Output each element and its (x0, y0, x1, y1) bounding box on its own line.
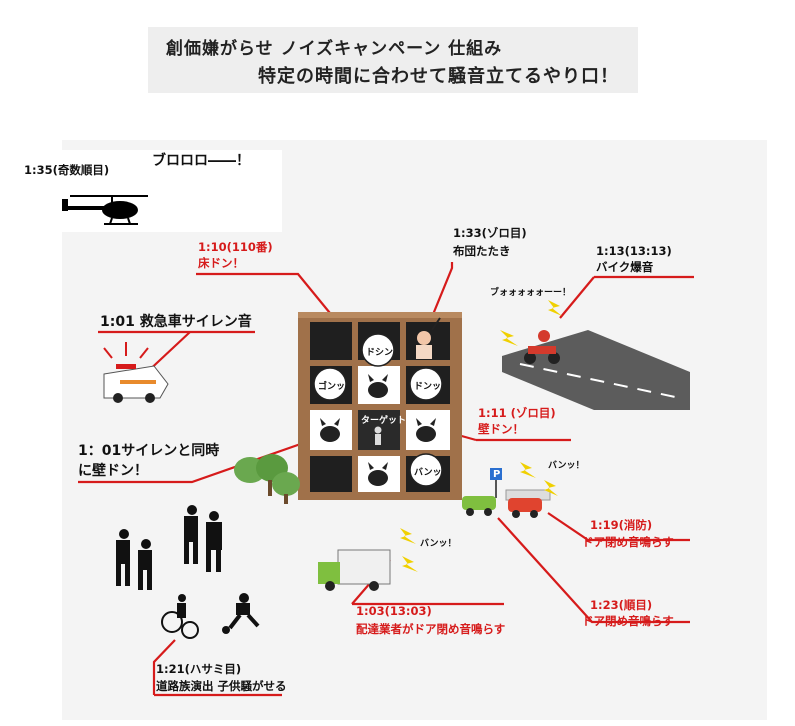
order-door-time-label: 1:23(順目) (590, 598, 653, 612)
helicopter-sound-label: ブロロロ――！ (152, 153, 250, 169)
bubble-don: ドンッ (414, 382, 442, 392)
kids-desc-label: 道路族演出 子供騒がせる (156, 679, 287, 693)
road-scene (500, 300, 690, 410)
order-door-desc-label: ドア閉め音鳴らす (582, 614, 674, 628)
bike-desc-label: バイク爆音 (596, 260, 654, 274)
parking-lot (462, 462, 558, 518)
bubble-doshin: ドシン (366, 348, 394, 358)
ambulance-siren-label: 1:01 救急車サイレン音 (100, 314, 252, 330)
sound-bubbles (313, 333, 443, 487)
red-car-icon (508, 498, 542, 518)
fire-door-time-label: 1:19(消防) (590, 518, 653, 532)
header-banner (148, 27, 638, 93)
floor-knock-time-label: 1:10(110番) (198, 240, 273, 254)
delivery-desc-label: 配達業者がドア閉め音鳴らす (356, 622, 506, 636)
helicopter-time-label: 1:35(奇数順目) (24, 163, 110, 177)
header-title-line2: 特定の時間に合わせて騒音立てるやり口！ (258, 66, 619, 87)
wall-knock-desc-label: 壁ドン！ (478, 422, 524, 436)
bubble-ban: バンッ (414, 468, 442, 478)
siren-wall-label-line2: に壁ドン！ (78, 463, 148, 479)
header-title-line1: 創価嫌がらせ ノイズキャンペーン 仕組み (166, 39, 503, 59)
floor-knock-desc-label: 床ドン！ (198, 256, 244, 270)
futon-time-label: 1:33(ゾロ目) (453, 226, 527, 240)
helicopter-area (0, 150, 282, 232)
futon-desc-label: 布団たたき (453, 244, 511, 258)
delivery-time-label: 1:03(13:03) (356, 604, 432, 618)
ambulance-icon (103, 342, 169, 403)
parking-sign-label: P (493, 469, 501, 480)
delivery-truck-icon (318, 528, 418, 591)
green-car-icon (462, 496, 496, 516)
bike-sound-label: ブォォォォォーー！ (490, 288, 572, 298)
bike-time-label: 1:13(13:13) (596, 244, 672, 258)
kids-time-label: 1:21(ハサミ目) (156, 662, 242, 676)
parking-sound-label: バンッ！ (548, 461, 585, 471)
tree-icons (234, 454, 300, 504)
target-label: ターゲット (361, 416, 407, 426)
helicopter-icon (62, 195, 148, 225)
people-silhouettes (116, 505, 260, 639)
siren-wall-label-line1: 1：01サイレンと同時 (78, 443, 220, 459)
futon-woman-icon (416, 317, 441, 359)
truck-sound-label: バンッ！ (420, 539, 457, 549)
motorbike-icon (524, 330, 560, 364)
devil-neighbor-icons (320, 374, 436, 486)
target-person-icon (374, 426, 382, 445)
bubble-gon: ゴンッ (318, 382, 346, 392)
fire-door-desc-label: ドア閉め音鳴らす (582, 535, 674, 549)
wall-knock-time-label: 1:11 (ゾロ目) (478, 406, 556, 420)
